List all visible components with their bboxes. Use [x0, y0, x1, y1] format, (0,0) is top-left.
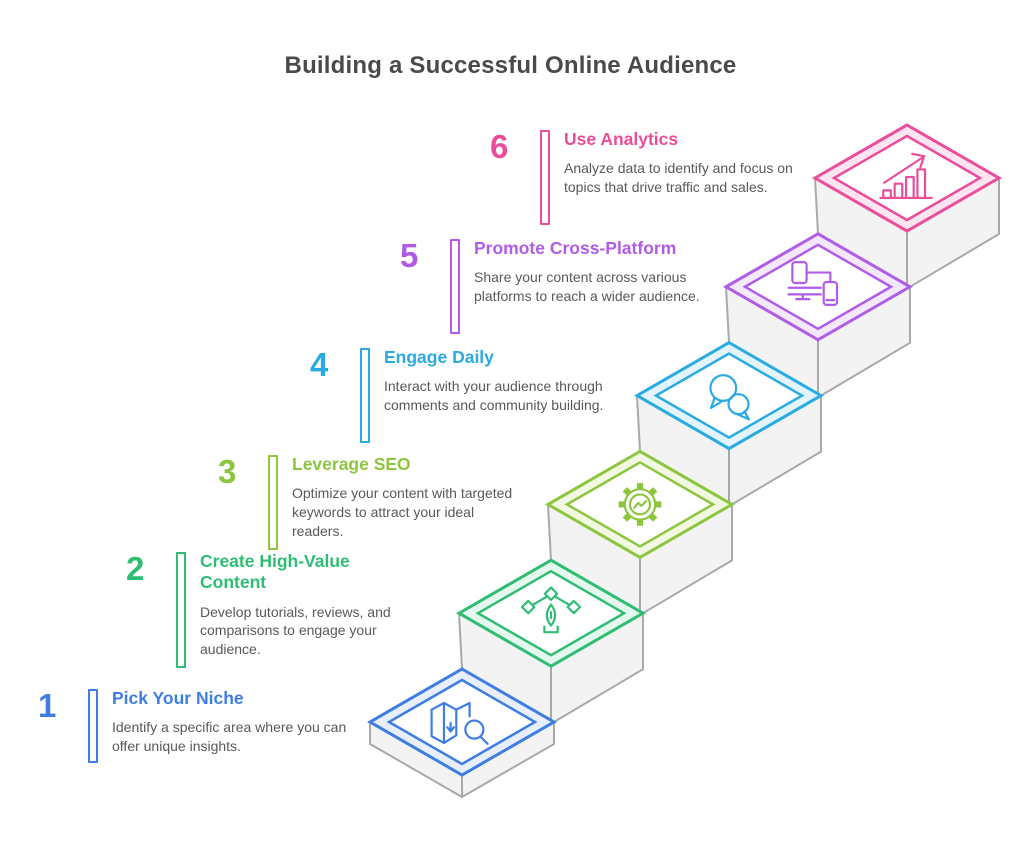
step-accent-bar	[360, 348, 370, 443]
step-title: Create High-Value Content	[200, 551, 350, 593]
step-accent-bar	[540, 130, 550, 225]
step-title: Engage Daily	[384, 347, 494, 367]
devices-icon	[787, 261, 839, 306]
step-description: Interact with your audience through comm…	[384, 378, 604, 413]
analytics-chart-icon	[879, 152, 933, 200]
step-item-4: 4 Engage Daily Interact with your audien…	[298, 345, 639, 443]
step-diamond	[386, 678, 538, 766]
pen-tool-icon	[520, 586, 582, 634]
step-number: 5	[400, 237, 419, 274]
seo-gear-icon	[618, 483, 662, 526]
step-description: Develop tutorials, reviews, and comparis…	[200, 603, 391, 657]
step-item-6: 6 Use Analytics Analyze data to identify…	[478, 127, 809, 225]
step-item-5: 5 Promote Cross-Platform Share your cont…	[388, 236, 719, 334]
step-description: Analyze data to identify and focus on to…	[564, 160, 793, 195]
step-accent-bar	[450, 239, 460, 334]
step-number: 4	[310, 346, 329, 383]
step-diamond	[653, 352, 805, 440]
step-number: 3	[218, 453, 237, 490]
chat-bubbles-icon	[709, 374, 751, 421]
step-number: 1	[38, 687, 57, 724]
step-item-2: 2 Create High-Value Content Develop tuto…	[114, 549, 415, 668]
step-number: 6	[490, 128, 509, 165]
step-item-3: 3 Leverage SEO Optimize your content wit…	[206, 452, 527, 550]
step-title: Use Analytics	[564, 129, 679, 149]
step-title: Promote Cross-Platform	[474, 238, 677, 258]
step-item-1: 1 Pick Your Niche Identify a specific ar…	[26, 686, 362, 763]
step-description: Share your content across various platfo…	[474, 269, 700, 304]
step-description: Optimize your content with targeted keyw…	[292, 485, 513, 539]
page-title: Building a Successful Online Audience	[284, 52, 737, 79]
step-title: Leverage SEO	[292, 454, 411, 474]
step-description: Identify a specific area where you can o…	[112, 719, 347, 754]
map-search-icon	[430, 701, 489, 745]
step-accent-bar	[176, 552, 186, 668]
step-number: 2	[126, 550, 145, 587]
step-title: Pick Your Niche	[112, 688, 244, 708]
step-accent-bar	[268, 455, 278, 550]
step-accent-bar	[88, 689, 98, 763]
